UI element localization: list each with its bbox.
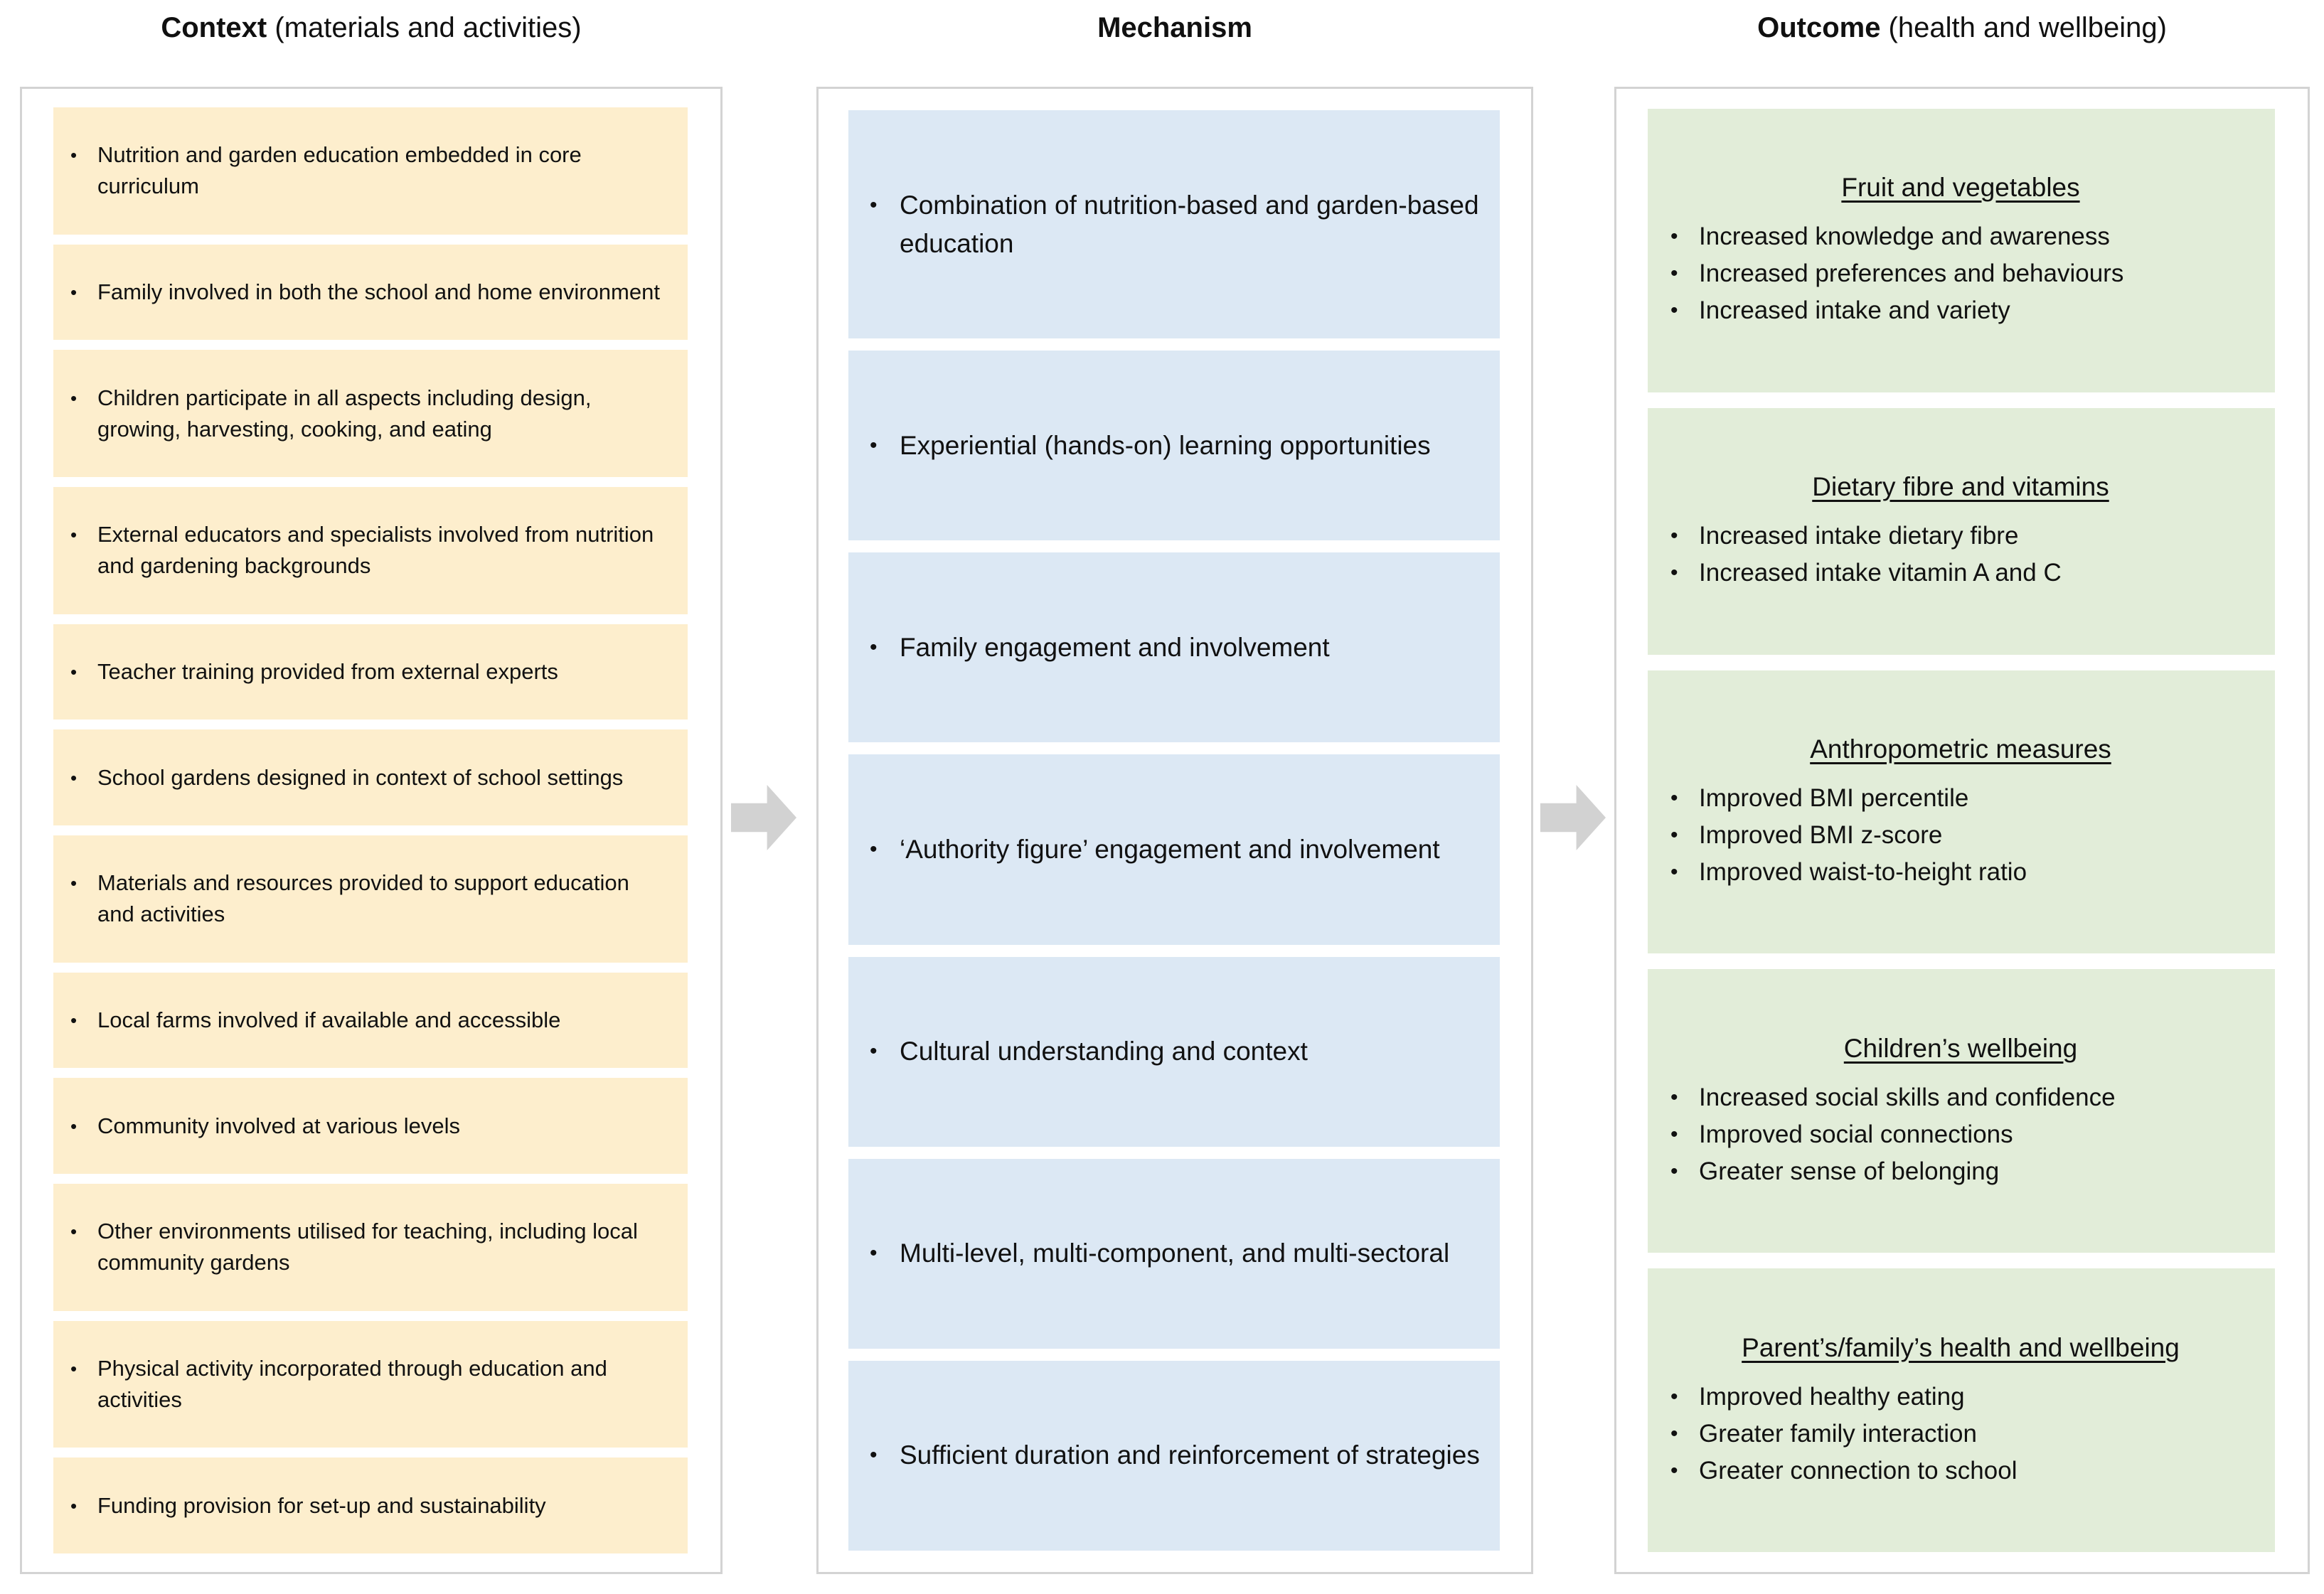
context-card: Children participate in all aspects incl… <box>53 350 688 478</box>
mechanism-item: Combination of nutrition-based and garde… <box>863 186 1481 263</box>
context-item: External educators and specialists invol… <box>66 519 672 582</box>
context-item: Physical activity incorporated through e… <box>66 1353 672 1416</box>
outcome-item: Improved BMI z-score <box>1663 817 2258 854</box>
panel-context: Nutrition and garden education embedded … <box>20 87 723 1574</box>
context-item: Children participate in all aspects incl… <box>66 383 672 445</box>
mechanism-item: ‘Authority figure’ engagement and involv… <box>863 830 1481 869</box>
outcome-item: Improved BMI percentile <box>1663 780 2258 817</box>
context-card: Local farms involved if available and ac… <box>53 972 688 1069</box>
context-card: Physical activity incorporated through e… <box>53 1320 688 1448</box>
outcome-group-title: Dietary fibre and vitamins <box>1812 472 2109 502</box>
panel-mechanism: Combination of nutrition-based and garde… <box>816 87 1533 1574</box>
outcome-card: Children’s wellbeing Increased social sk… <box>1648 969 2275 1253</box>
mechanism-item: Experiential (hands-on) learning opportu… <box>863 427 1481 465</box>
outcome-item: Improved social connections <box>1663 1116 2258 1153</box>
outcome-item: Increased preferences and behaviours <box>1663 255 2258 292</box>
mechanism-card: Sufficient duration and reinforcement of… <box>848 1360 1500 1551</box>
context-card: Materials and resources provided to supp… <box>53 835 688 963</box>
right-arrow-icon <box>731 785 796 850</box>
outcome-group-title: Children’s wellbeing <box>1843 1033 2078 1063</box>
column-header-outcome-sub: (health and wellbeing) <box>1880 12 2167 43</box>
context-item: Materials and resources provided to supp… <box>66 867 672 930</box>
column-header-context-sub: (materials and activities) <box>267 12 582 43</box>
column-header-context-strong: Context <box>161 12 267 43</box>
outcome-item: Increased knowledge and awareness <box>1663 218 2258 255</box>
outcome-card: Fruit and vegetables Increased knowledge… <box>1648 109 2275 392</box>
mechanism-item: Family engagement and involvement <box>863 628 1481 667</box>
card-stack-context: Nutrition and garden education embedded … <box>22 89 720 1572</box>
context-item: Funding provision for set-up and sustain… <box>66 1490 672 1521</box>
context-card: Community involved at various levels <box>53 1078 688 1175</box>
outcome-card: Dietary fibre and vitamins Increased int… <box>1648 407 2275 655</box>
outcome-group-title: Anthropometric measures <box>1810 734 2111 764</box>
outcome-group-title: Parent’s/family’s health and wellbeing <box>1742 1332 2180 1362</box>
context-item: Nutrition and garden education embedded … <box>66 139 672 202</box>
mechanism-card: Multi-level, multi-component, and multi-… <box>848 1158 1500 1349</box>
context-card: External educators and specialists invol… <box>53 487 688 614</box>
outcome-item: Greater connection to school <box>1663 1453 2258 1489</box>
outcome-item: Greater sense of belonging <box>1663 1153 2258 1190</box>
column-header-mechanism-strong: Mechanism <box>1097 12 1252 43</box>
context-card: Family involved in both the school and h… <box>53 244 688 341</box>
card-stack-mechanism: Combination of nutrition-based and garde… <box>819 89 1531 1572</box>
column-header-outcome-strong: Outcome <box>1757 12 1881 43</box>
outcome-item: Increased intake and variety <box>1663 292 2258 329</box>
context-card: School gardens designed in context of sc… <box>53 729 688 826</box>
context-card: Other environments utilised for teaching… <box>53 1184 688 1311</box>
outcome-group-title: Fruit and vegetables <box>1841 173 2080 203</box>
card-stack-outcome: Fruit and vegetables Increased knowledge… <box>1616 89 2308 1572</box>
column-header-outcome: Outcome (health and wellbeing) <box>1614 10 2310 46</box>
mechanism-card: Cultural understanding and context <box>848 956 1500 1147</box>
column-header-mechanism: Mechanism <box>816 10 1533 46</box>
outcome-item: Increased intake dietary fibre <box>1663 518 2258 555</box>
outcome-card: Anthropometric measures Improved BMI per… <box>1648 670 2275 954</box>
mechanism-card: Combination of nutrition-based and garde… <box>848 110 1500 339</box>
context-item: Community involved at various levels <box>66 1111 672 1142</box>
outcome-item: Greater family interaction <box>1663 1416 2258 1453</box>
mechanism-card: Family engagement and involvement <box>848 552 1500 743</box>
outcome-item: Increased social skills and confidence <box>1663 1079 2258 1116</box>
outcome-card: Parent’s/family’s health and wellbeing I… <box>1648 1268 2275 1552</box>
context-card: Nutrition and garden education embedded … <box>53 107 688 235</box>
context-card: Funding provision for set-up and sustain… <box>53 1457 688 1554</box>
context-item: Teacher training provided from external … <box>66 656 672 688</box>
mechanism-item: Cultural understanding and context <box>863 1032 1481 1071</box>
column-header-context: Context (materials and activities) <box>20 10 723 46</box>
context-item: School gardens designed in context of sc… <box>66 762 672 793</box>
mechanism-item: Multi-level, multi-component, and multi-… <box>863 1234 1481 1273</box>
mechanism-card: Experiential (hands-on) learning opportu… <box>848 351 1500 541</box>
outcome-item: Improved waist-to-height ratio <box>1663 854 2258 891</box>
outcome-item: Increased intake vitamin A and C <box>1663 555 2258 592</box>
right-arrow-icon <box>1540 785 1606 850</box>
mechanism-card: ‘Authority figure’ engagement and involv… <box>848 754 1500 945</box>
context-item: Local farms involved if available and ac… <box>66 1005 672 1036</box>
context-card: Teacher training provided from external … <box>53 624 688 720</box>
panel-outcome: Fruit and vegetables Increased knowledge… <box>1614 87 2310 1574</box>
context-item: Other environments utilised for teaching… <box>66 1216 672 1278</box>
context-item: Family involved in both the school and h… <box>66 277 672 308</box>
outcome-item: Improved healthy eating <box>1663 1379 2258 1416</box>
mechanism-item: Sufficient duration and reinforcement of… <box>863 1436 1481 1475</box>
